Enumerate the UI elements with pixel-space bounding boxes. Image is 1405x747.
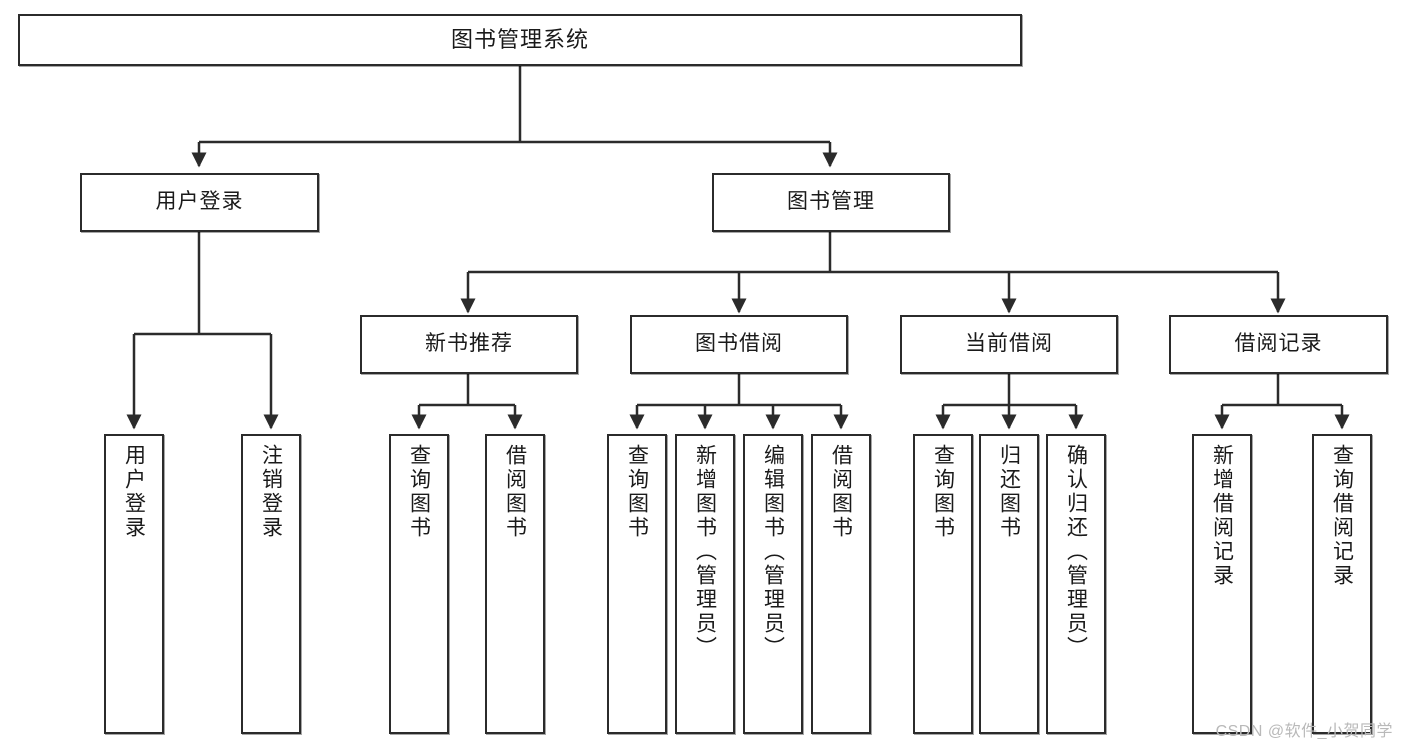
node-label: 借阅记录 bbox=[1234, 332, 1323, 356]
node-label: 查询图书 bbox=[625, 444, 649, 540]
node-label: 借阅图书 bbox=[503, 444, 527, 540]
node-borrow-record[interactable]: 借阅记录 bbox=[1169, 315, 1388, 374]
node-book-borrow[interactable]: 图书借阅 bbox=[630, 315, 848, 374]
node-label: 新书推荐 bbox=[425, 332, 513, 356]
node-label: 编辑图书（管理员） bbox=[761, 444, 785, 660]
leaf-current-confirm-return[interactable]: 确认归还（管理员） bbox=[1046, 434, 1106, 734]
node-book-management[interactable]: 图书管理 bbox=[712, 173, 950, 232]
leaf-borrow-query-book[interactable]: 查询图书 bbox=[607, 434, 667, 734]
leaf-record-add[interactable]: 新增借阅记录 bbox=[1192, 434, 1252, 734]
node-label: 新增图书（管理员） bbox=[693, 444, 717, 660]
leaf-new-book-borrow[interactable]: 借阅图书 bbox=[485, 434, 545, 734]
node-label: 用户登录 bbox=[122, 444, 146, 540]
leaf-new-book-query[interactable]: 查询图书 bbox=[389, 434, 449, 734]
node-label: 当前借阅 bbox=[965, 332, 1053, 356]
node-label: 借阅图书 bbox=[829, 444, 853, 540]
node-label: 查询图书 bbox=[407, 444, 431, 540]
leaf-user-login[interactable]: 用户登录 bbox=[104, 434, 164, 734]
node-current-borrow[interactable]: 当前借阅 bbox=[900, 315, 1118, 374]
node-label: 图书管理 bbox=[787, 190, 875, 214]
node-label: 查询图书 bbox=[931, 444, 955, 540]
node-label: 归还图书 bbox=[997, 444, 1021, 540]
node-label: 图书管理系统 bbox=[450, 27, 589, 53]
leaf-user-logout[interactable]: 注销登录 bbox=[241, 434, 301, 734]
node-user-login[interactable]: 用户登录 bbox=[80, 173, 319, 232]
node-root-book-management-system[interactable]: 图书管理系统 bbox=[18, 14, 1022, 66]
node-label: 新增借阅记录 bbox=[1210, 444, 1234, 588]
node-label: 注销登录 bbox=[259, 444, 283, 540]
leaf-current-query-book[interactable]: 查询图书 bbox=[913, 434, 973, 734]
leaf-borrow-add-book[interactable]: 新增图书（管理员） bbox=[675, 434, 735, 734]
leaf-borrow-edit-book[interactable]: 编辑图书（管理员） bbox=[743, 434, 803, 734]
leaf-borrow-borrow-book[interactable]: 借阅图书 bbox=[811, 434, 871, 734]
leaf-current-return-book[interactable]: 归还图书 bbox=[979, 434, 1039, 734]
leaf-record-query[interactable]: 查询借阅记录 bbox=[1312, 434, 1372, 734]
node-label: 图书借阅 bbox=[695, 332, 783, 356]
node-label: 确认归还（管理员） bbox=[1064, 444, 1088, 660]
node-label: 用户登录 bbox=[155, 190, 244, 214]
node-new-book-recommend[interactable]: 新书推荐 bbox=[360, 315, 578, 374]
node-label: 查询借阅记录 bbox=[1330, 444, 1354, 588]
watermark: CSDN @软件_小贺同学 bbox=[1215, 723, 1393, 740]
